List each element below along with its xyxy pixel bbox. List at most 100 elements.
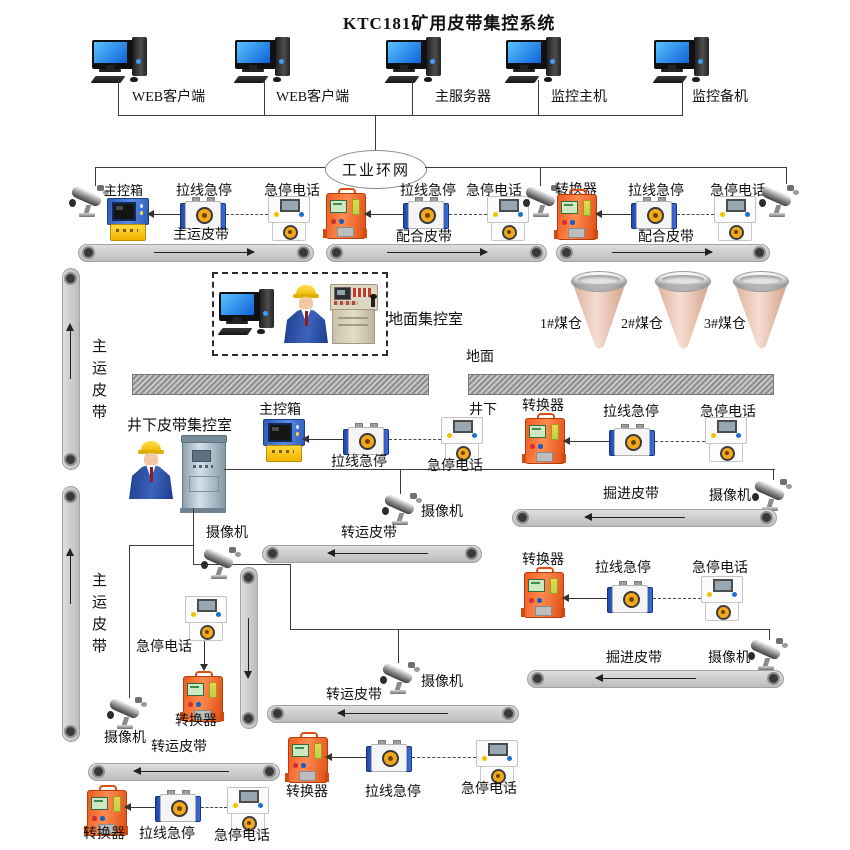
label-camera: 摄像机 [708, 651, 750, 666]
control-cabinet-icon [180, 435, 227, 513]
coal-bunker-icon [655, 271, 711, 350]
link-dashed [201, 807, 227, 808]
link-dashed [412, 757, 476, 758]
pull-stop-device [343, 423, 389, 456]
label-trans-belt: 转运皮带 [151, 740, 207, 755]
label-converter: 转换器 [522, 399, 564, 414]
connector-line [400, 470, 402, 494]
label-dig-belt: 掘进皮带 [606, 651, 662, 666]
label-stop-phone: 急停电话 [466, 184, 522, 199]
converter-device [84, 785, 128, 839]
camera-icon [758, 184, 800, 217]
label-stop-phone: 急停电话 [461, 782, 517, 797]
ring-network-label: 工业环网 [341, 163, 410, 179]
label-pull-stop: 拉线急停 [365, 785, 421, 800]
connector-line [95, 167, 97, 186]
pull-stop-device [607, 581, 653, 614]
label-bunker-3: 3#煤仓 [704, 317, 746, 332]
label-web-client-1: WEB客户端 [132, 90, 206, 105]
link-dashed [655, 441, 705, 442]
link-dashed [653, 598, 701, 599]
converter-device [554, 189, 598, 243]
pull-stop-device [609, 424, 655, 457]
label-camera: 摄像机 [709, 489, 751, 504]
belt-trans-1 [262, 545, 482, 563]
belt-dig-2 [527, 670, 784, 688]
connector-line [412, 80, 414, 116]
stop-phone-device [476, 740, 518, 785]
network-bus-line [118, 115, 683, 117]
camera-icon [106, 696, 148, 729]
label-main-belt-vertical: 主运皮带 [90, 572, 106, 660]
stop-phone-device [441, 417, 483, 462]
pull-stop-device [155, 790, 201, 823]
connector-line [540, 167, 542, 186]
pull-stop-device [631, 197, 677, 230]
underground-bus-line-2 [290, 629, 770, 631]
connector-line [290, 564, 292, 630]
connector-line [129, 545, 131, 698]
belt-main-vertical-1 [62, 268, 80, 470]
connector-line [375, 116, 377, 151]
computer-icon [90, 37, 150, 84]
stop-phone-device [268, 196, 310, 241]
label-trans-belt: 转运皮带 [341, 526, 397, 541]
link-arrow [562, 594, 607, 603]
computer-icon [384, 37, 444, 84]
connector-line [773, 470, 775, 480]
label-stop-phone: 急停电话 [214, 829, 270, 844]
belt-trans-3 [88, 763, 280, 781]
control-console-icon [330, 284, 378, 345]
link-arrow [563, 437, 609, 446]
label-web-client-2: WEB客户端 [276, 90, 350, 105]
label-camera: 摄像机 [421, 505, 463, 520]
ring-branch-left [95, 167, 325, 169]
camera-icon [522, 184, 564, 217]
connector-line [682, 80, 684, 116]
main-control-box-device [107, 198, 149, 241]
camera-icon [68, 184, 110, 217]
link-arrow [124, 803, 155, 812]
belt-coop-2 [556, 244, 770, 262]
link-dashed [389, 439, 441, 440]
label-main-server: 主服务器 [435, 90, 491, 105]
label-dig-belt: 掘进皮带 [603, 487, 659, 502]
belt-trans-2 [267, 705, 519, 723]
label-surface-control-room: 地面集控室 [388, 312, 464, 328]
belt-main-vertical-2 [62, 486, 80, 742]
label-coop-belt: 配合皮带 [396, 230, 452, 245]
label-camera: 摄像机 [421, 675, 463, 690]
converter-device [285, 732, 329, 786]
label-stop-phone: 急停电话 [700, 405, 756, 420]
coal-bunker-icon [733, 271, 789, 350]
label-pull-stop: 拉线急停 [595, 561, 651, 576]
camera-icon [751, 478, 793, 511]
connector-line [264, 80, 266, 116]
stop-phone-device [185, 596, 227, 641]
computer-icon [233, 37, 293, 84]
label-underground: 井下 [469, 403, 497, 418]
label-surface: 地面 [466, 350, 494, 365]
label-pull-stop: 拉线急停 [331, 455, 387, 470]
label-camera: 摄像机 [206, 526, 248, 541]
converter-device [522, 413, 566, 467]
stop-phone-device [487, 196, 529, 241]
label-stop-phone: 急停电话 [264, 184, 320, 199]
industrial-ring-network: 工业环网 [325, 150, 427, 189]
underground-bus-line-1 [224, 469, 775, 471]
operator-icon [129, 441, 173, 499]
stop-phone-device [705, 417, 747, 462]
link-arrow-down [200, 641, 209, 671]
link-arrow [325, 753, 366, 762]
connector-line [538, 80, 540, 116]
page-title: KTC181矿用皮带集控系统 [343, 14, 556, 33]
label-trans-belt: 转运皮带 [326, 688, 382, 703]
label-coop-belt: 配合皮带 [638, 230, 694, 245]
operator-icon [284, 285, 328, 343]
pull-stop-device [180, 197, 226, 230]
computer-icon [217, 289, 277, 336]
label-stop-phone: 急停电话 [427, 459, 483, 474]
link-dashed [677, 214, 714, 215]
label-converter: 转换器 [522, 553, 564, 568]
computer-icon [652, 37, 712, 84]
